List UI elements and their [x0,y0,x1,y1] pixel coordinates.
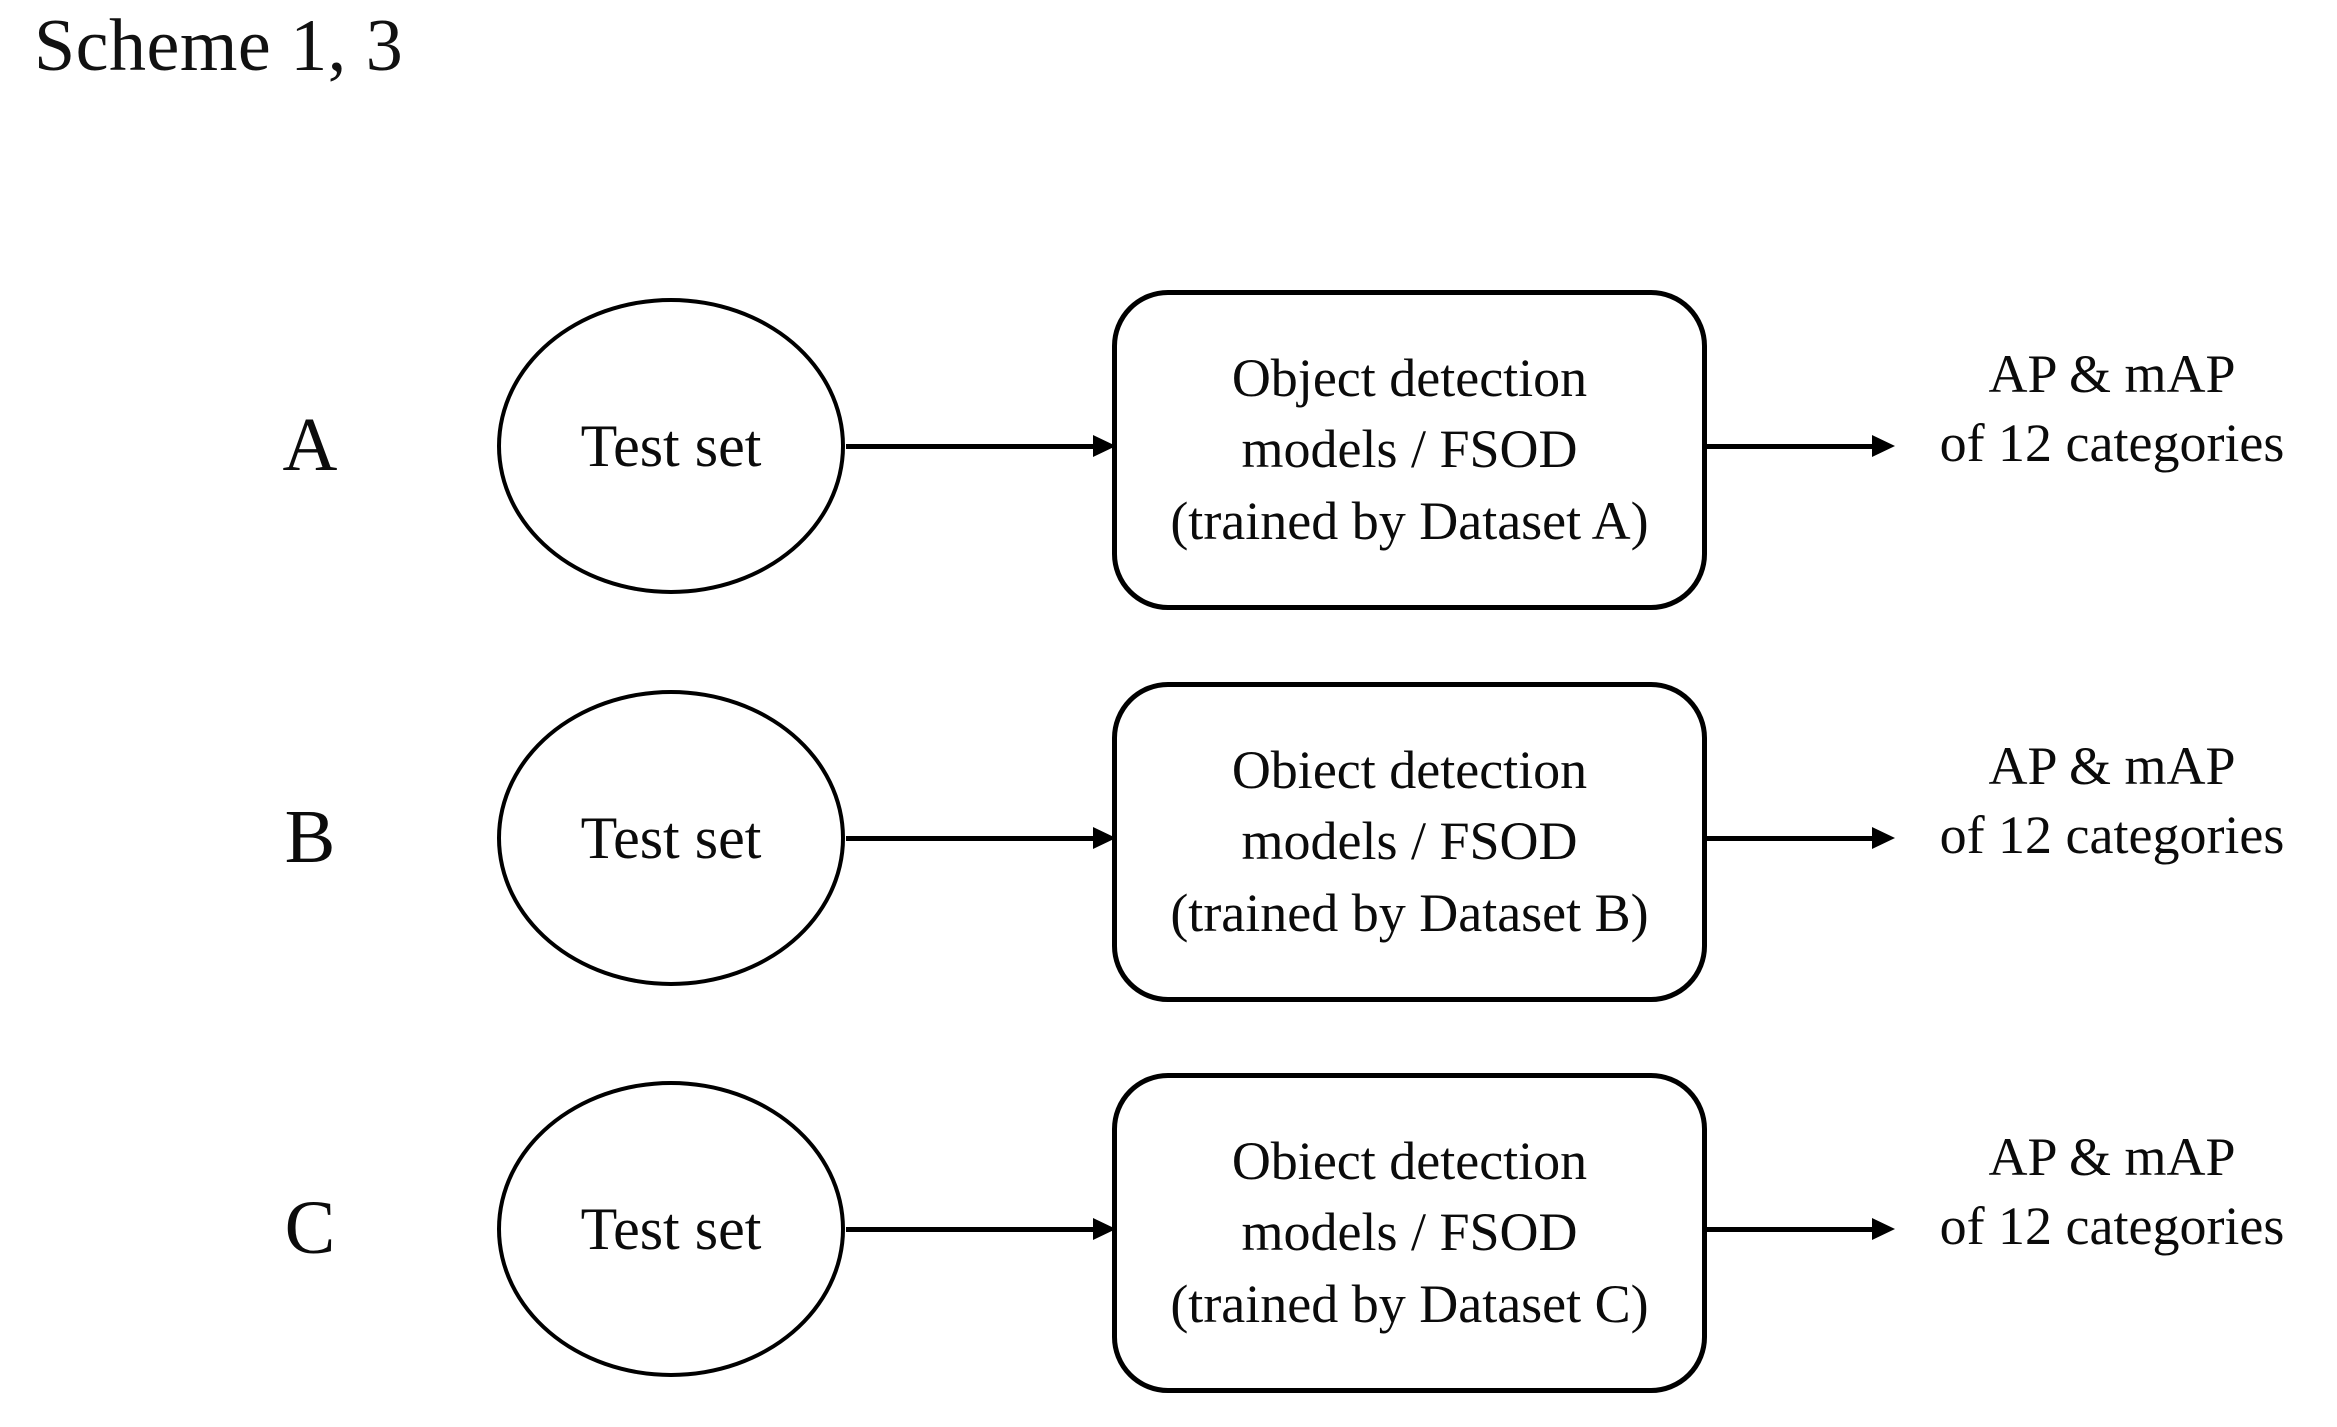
flow-row-b: B Test set Obiect detection models / FSO… [0,672,2337,1002]
model-box-line-1: Obiect detection [1231,740,1588,801]
model-box-line-2: models / FSOD [1241,811,1578,872]
row-label-c: C [284,1186,336,1270]
test-set-label: Test set [580,805,762,871]
arrow-testset-to-model-a [846,431,1116,461]
output-label-b: AP & mAP of 12 categories [1897,732,2327,870]
arrow-shaft [846,444,1098,449]
test-set-label: Test set [580,1196,762,1262]
ellipse-outline [497,1081,845,1377]
model-box-b: Obiect detection models / FSOD (trained … [1112,682,1707,1002]
row-label-b: B [284,795,336,879]
page-title: Scheme 1, 3 [34,5,404,87]
arrow-head-icon [1093,827,1116,849]
test-set-ellipse-c: Test set [497,1081,845,1377]
model-box-line-1: Obiect detection [1231,1131,1588,1192]
output-line-1: AP & mAP [1988,736,2236,796]
model-box-a: Object detection models / FSOD (trained … [1112,290,1707,610]
output-label-c: AP & mAP of 12 categories [1897,1123,2327,1261]
model-box-line-3: (trained by Dataset A) [1170,490,1649,551]
model-box-line-2: models / FSOD [1241,419,1578,480]
row-label-a: A [282,403,338,487]
flow-row-a: A Test set Object detection models / FSO… [0,280,2337,610]
arrow-shaft [1705,836,1877,841]
arrow-shaft [1705,1227,1877,1232]
model-box-line-3: (trained by Dataset B) [1170,882,1649,943]
output-line-2: of 12 categories [1939,1196,2285,1257]
output-line-2: of 12 categories [1939,413,2285,474]
arrow-shaft [846,1227,1098,1232]
arrow-head-icon [1872,827,1895,849]
arrow-testset-to-model-c [846,1214,1116,1244]
model-box-line-2: models / FSOD [1241,1202,1578,1263]
flow-row-c: C Test set Obiect detection models / FSO… [0,1063,2337,1393]
model-box-line-1: Object detection [1231,348,1588,409]
output-line-1: AP & mAP [1988,1127,2236,1187]
arrow-head-icon [1093,435,1116,457]
arrow-model-to-output-c [1705,1214,1897,1244]
arrow-head-icon [1872,1218,1895,1240]
arrow-shaft [1705,444,1877,449]
arrow-head-icon [1093,1218,1116,1240]
test-set-ellipse-a: Test set [497,298,845,594]
ellipse-outline [497,690,845,986]
arrow-model-to-output-b [1705,823,1897,853]
arrow-model-to-output-a [1705,431,1897,461]
output-line-1: AP & mAP [1988,344,2236,404]
output-line-2: of 12 categories [1939,805,2285,866]
test-set-label: Test set [580,413,762,479]
model-box-c: Obiect detection models / FSOD (trained … [1112,1073,1707,1393]
model-box-line-3: (trained by Dataset C) [1170,1273,1649,1334]
ellipse-outline [497,298,845,594]
output-label-a: AP & mAP of 12 categories [1897,340,2327,478]
arrow-testset-to-model-b [846,823,1116,853]
arrow-head-icon [1872,435,1895,457]
test-set-ellipse-b: Test set [497,690,845,986]
arrow-shaft [846,836,1098,841]
